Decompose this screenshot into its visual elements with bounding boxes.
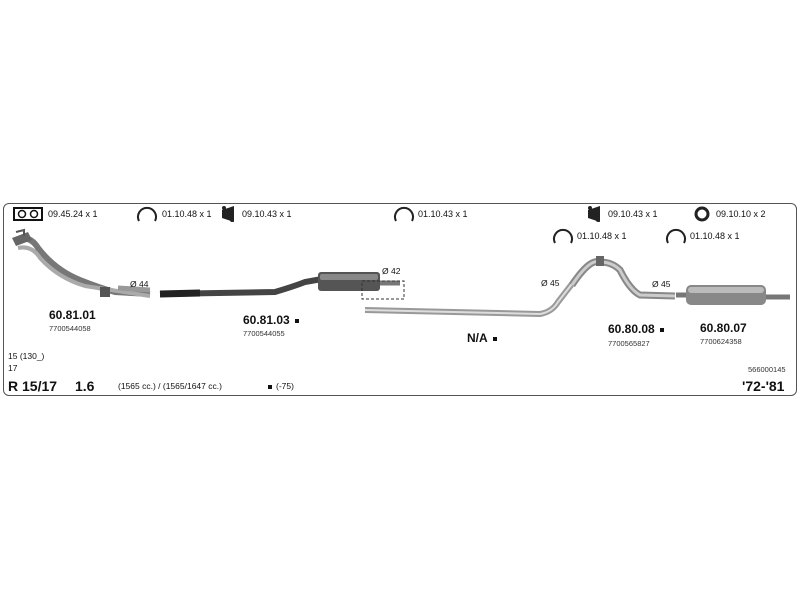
oem-number: 7700544058 [49, 324, 91, 333]
clamp-icon [666, 228, 686, 244]
hardware-code: 01.10.48 x 1 [577, 231, 627, 241]
catalog-number: 566000145 [748, 365, 786, 374]
oem-number: 7700624358 [700, 337, 742, 346]
model-name: R 15/17 [8, 378, 58, 394]
clamp-icon [553, 228, 573, 244]
displacement: (1565 cc.) / (1565/1647 cc.) [118, 381, 222, 391]
rubber-mount-icon [222, 206, 234, 222]
marker-square-icon [492, 336, 497, 341]
clamp-icon [137, 206, 157, 222]
gasket-icon [13, 207, 43, 221]
hardware-code: 09.10.43 x 1 [242, 209, 292, 219]
legend-note: (-75) [268, 382, 294, 391]
diameter-label: Ø 44 [130, 279, 149, 289]
part-number: 60.81.01 [49, 308, 96, 322]
oem-number: 7700544055 [243, 329, 285, 338]
part-number-text: 60.81.03 [243, 313, 290, 327]
marker-square-icon [294, 318, 299, 323]
clamp-icon [394, 206, 414, 222]
rubber-mount-icon [588, 206, 600, 222]
engine-size: 1.6 [75, 378, 95, 394]
part-number: 60.80.07 [700, 321, 747, 335]
legend-note-text: (-75) [276, 381, 294, 391]
hardware-code: 01.10.48 x 1 [690, 231, 740, 241]
rear-pipe-drawing [569, 256, 676, 300]
engine-code: 15 (130_) [8, 351, 45, 361]
hardware-code: 09.10.43 x 1 [608, 209, 658, 219]
part-number-text: N/A [467, 331, 488, 345]
hardware-code: 09.45.24 x 1 [48, 209, 98, 219]
diameter-label: Ø 45 [652, 279, 671, 289]
ring-icon [694, 206, 710, 222]
year-range: '72-'81 [742, 378, 785, 394]
rear-silencer-drawing [676, 285, 790, 305]
hardware-code: 01.10.43 x 1 [418, 209, 468, 219]
part-number: 60.80.08 [608, 323, 664, 335]
exhaust-system-diagram [3, 203, 797, 396]
marker-square-icon [268, 384, 272, 389]
marker-square-icon [659, 327, 664, 332]
front-pipe-drawing [12, 228, 151, 298]
part-number: N/A [467, 332, 497, 344]
middle-pipe-drawing [159, 272, 400, 298]
diameter-label: Ø 42 [382, 266, 401, 276]
part-number: 60.81.03 [243, 314, 299, 326]
hardware-code: 09.10.10 x 2 [716, 209, 766, 219]
oem-number: 7700565827 [608, 339, 650, 348]
hardware-code: 01.10.48 x 1 [162, 209, 212, 219]
na-pipe-drawing [364, 278, 578, 318]
engine-code: 17 [8, 363, 18, 373]
part-number-text: 60.80.08 [608, 322, 655, 336]
diameter-label: Ø 45 [541, 278, 560, 288]
connector-dashed-box [361, 280, 405, 300]
